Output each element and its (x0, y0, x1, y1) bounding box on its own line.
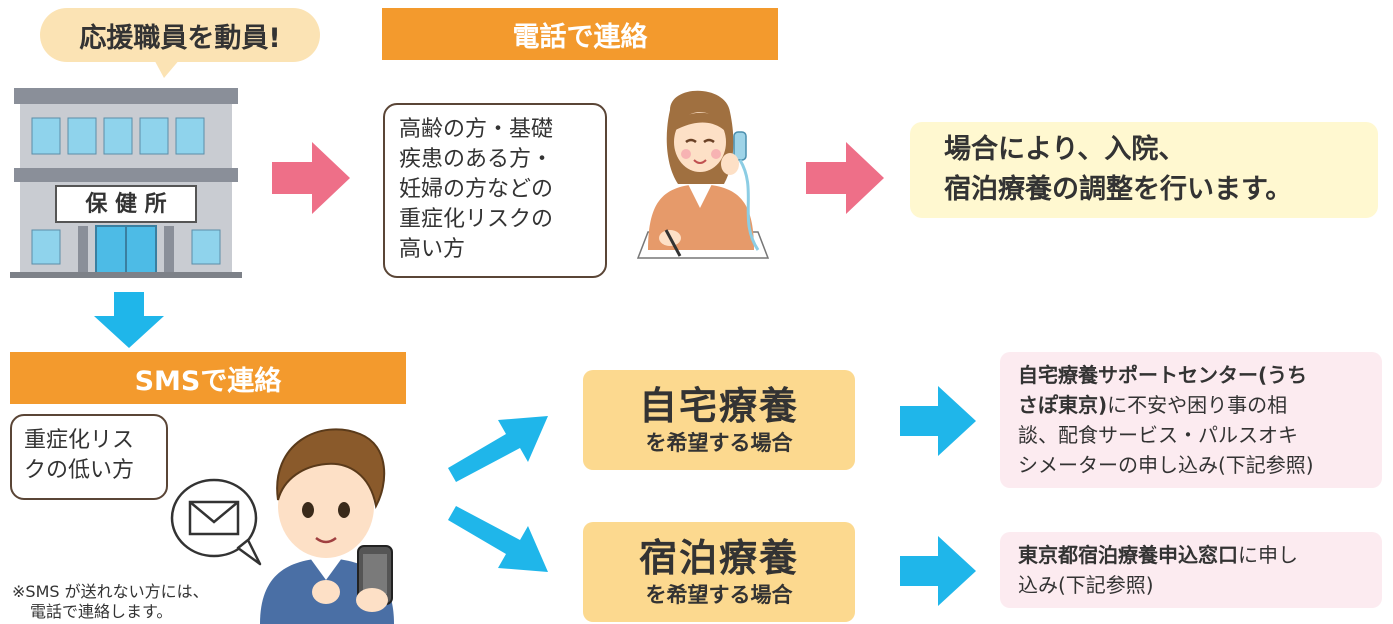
high-risk-line-5: 高い方 (399, 237, 466, 262)
home-care-title: 自宅療養 (638, 384, 799, 428)
arrow-diagonal-up-blue-icon (448, 416, 548, 482)
sms-contact-header: SMSで連絡 (10, 352, 406, 404)
sms-note-line-2: 電話で連絡します。 (30, 602, 173, 621)
bubble-tail (150, 52, 186, 78)
home-info-line-4: シメーターの申し込み(下記参照) (1018, 453, 1314, 477)
home-info-line-1: 自宅療養サポートセンター(うち (1018, 363, 1308, 387)
arrow-right-pink-2-icon (806, 142, 884, 214)
sms-contact-header-label: SMSで連絡 (134, 365, 282, 397)
hotel-care-title: 宿泊療養 (638, 536, 799, 580)
phone-contact-header-label: 電話で連絡 (512, 21, 648, 53)
high-risk-line-1: 高齢の方・基礎 (399, 117, 554, 142)
hotel-info-line-1-bold: 東京都宿泊療養申込窓口 (1018, 543, 1238, 567)
high-risk-target-box: 高齢の方・基礎 疾患のある方・ 妊婦の方などの 重症化リスクの 高い方 (383, 103, 607, 278)
sms-note: ※SMS が送れない方には、 電話で連絡します。 (12, 582, 209, 622)
woman-on-phone-icon (636, 90, 770, 259)
home-care-option: 自宅療養 を希望する場合 (583, 370, 855, 470)
envelope-message-icon (170, 478, 262, 566)
arrow-right-blue-1-icon (900, 386, 976, 456)
hotel-care-application-info: 東京都宿泊療養申込窓口に申し 込み(下記参照) (1000, 532, 1382, 608)
phone-contact-header: 電話で連絡 (382, 8, 778, 60)
hotel-care-subtitle: を希望する場合 (645, 583, 793, 607)
arrow-right-blue-2-icon (900, 536, 976, 606)
bubble-text: 応援職員を動員! (79, 22, 281, 54)
health-center-building-icon (10, 88, 242, 278)
low-risk-line-1: 重症化リス (24, 428, 135, 453)
result-line-2: 宿泊療養の調整を行います。 (944, 174, 1293, 205)
home-info-line-2-rest: に不安や困り事の相 (1107, 393, 1288, 417)
arrow-down-blue-icon (94, 292, 164, 348)
low-risk-target-box: 重症化リス クの低い方 (10, 414, 168, 500)
arrow-right-pink-1-icon (272, 142, 350, 214)
high-risk-line-2: 疾患のある方・ (399, 147, 554, 172)
home-care-support-info: 自宅療養サポートセンター(うち さぽ東京)に不安や困り事の相 談、配食サービス・… (1000, 352, 1382, 488)
building-sign: 保 健 所 (85, 192, 167, 217)
hotel-care-option: 宿泊療養 を希望する場合 (583, 522, 855, 622)
result-line-1: 場合により、入院、 (944, 134, 1186, 165)
home-care-subtitle: を希望する場合 (645, 431, 793, 455)
hotel-info-line-2: 込み(下記参照) (1018, 573, 1154, 597)
low-risk-line-2: クの低い方 (24, 458, 135, 483)
home-info-line-3: 談、配食サービス・パルスオキ (1018, 423, 1298, 447)
home-info-line-2-bold: さぽ東京) (1018, 393, 1108, 417)
hospitalization-adjustment-box: 場合により、入院、 宿泊療養の調整を行います。 (910, 122, 1378, 218)
hotel-info-line-1-rest: に申し (1238, 543, 1298, 567)
high-risk-line-3: 妊婦の方などの (399, 177, 554, 202)
high-risk-line-4: 重症化リスクの (399, 207, 554, 232)
man-with-smartphone-icon (260, 428, 394, 624)
sms-note-line-1: ※SMS が送れない方には、 (12, 582, 209, 601)
arrow-diagonal-down-blue-icon (448, 506, 548, 572)
